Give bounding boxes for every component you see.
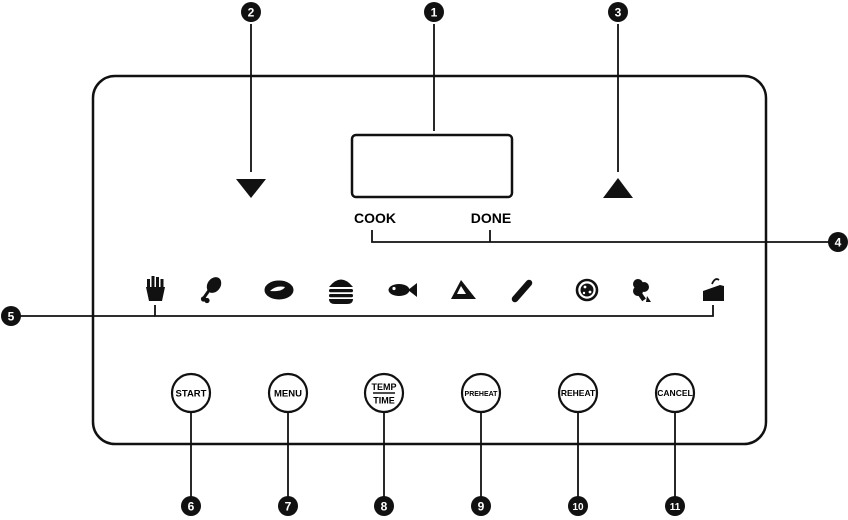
callout-9: 9 [471,496,491,516]
start-button[interactable]: START [170,372,212,414]
menu-button[interactable]: MENU [267,372,309,414]
svg-text:5: 5 [8,310,15,324]
svg-text:START: START [176,389,207,400]
reheat-button[interactable]: REHEAT [557,372,599,414]
callout-4: 4 [828,232,848,252]
broccoli-icon[interactable] [633,279,651,302]
callout-6: 6 [181,496,201,516]
cook-label: COOK [354,210,396,226]
svg-text:MENU: MENU [274,389,302,400]
done-label: DONE [471,210,511,226]
svg-text:10: 10 [572,502,584,513]
callout-11: 11 [665,496,685,516]
fish-icon[interactable] [388,283,418,297]
svg-text:7: 7 [285,500,292,514]
fries-icon[interactable] [146,276,165,301]
up-arrow-icon[interactable] [603,178,633,198]
temp-time-button[interactable]: TEMP TIME [363,372,405,414]
callout-7: 7 [278,496,298,516]
steak-icon[interactable] [264,280,294,300]
callout-3: 3 [608,2,628,22]
svg-text:2: 2 [248,6,255,20]
svg-text:4: 4 [835,236,842,250]
food-icon-row [146,274,724,305]
svg-text:6: 6 [188,500,195,514]
dessert-icon[interactable] [703,278,724,301]
cancel-button[interactable]: CANCEL [654,372,696,414]
lcd-display [350,133,514,199]
temp-label: TEMP [371,382,396,392]
callout-1: 1 [424,2,444,22]
down-arrow-icon[interactable] [236,179,266,198]
leader-lines [12,24,837,498]
svg-text:11: 11 [670,502,681,513]
callout-5: 5 [1,306,21,326]
leader-food-icons [154,305,714,317]
callout-10: 10 [568,496,588,516]
panel-outline [91,74,768,446]
callout-2: 2 [241,2,261,22]
callout-8: 8 [374,496,394,516]
svg-text:1: 1 [431,6,438,20]
burger-icon[interactable] [329,279,353,305]
time-label: TIME [373,396,395,406]
svg-text:REHEAT: REHEAT [561,388,596,398]
svg-text:3: 3 [615,6,622,20]
cake-slice-icon[interactable] [451,280,476,299]
svg-text:PREHEAT: PREHEAT [465,391,499,398]
svg-text:9: 9 [478,500,485,514]
preheat-button[interactable]: PREHEAT [460,372,502,414]
drumstick-icon[interactable] [200,274,224,304]
svg-text:8: 8 [381,500,388,514]
pizza-icon[interactable] [575,278,599,302]
sausage-icon[interactable] [511,279,533,303]
svg-text:CANCEL: CANCEL [657,388,692,398]
leader-status [371,230,837,243]
